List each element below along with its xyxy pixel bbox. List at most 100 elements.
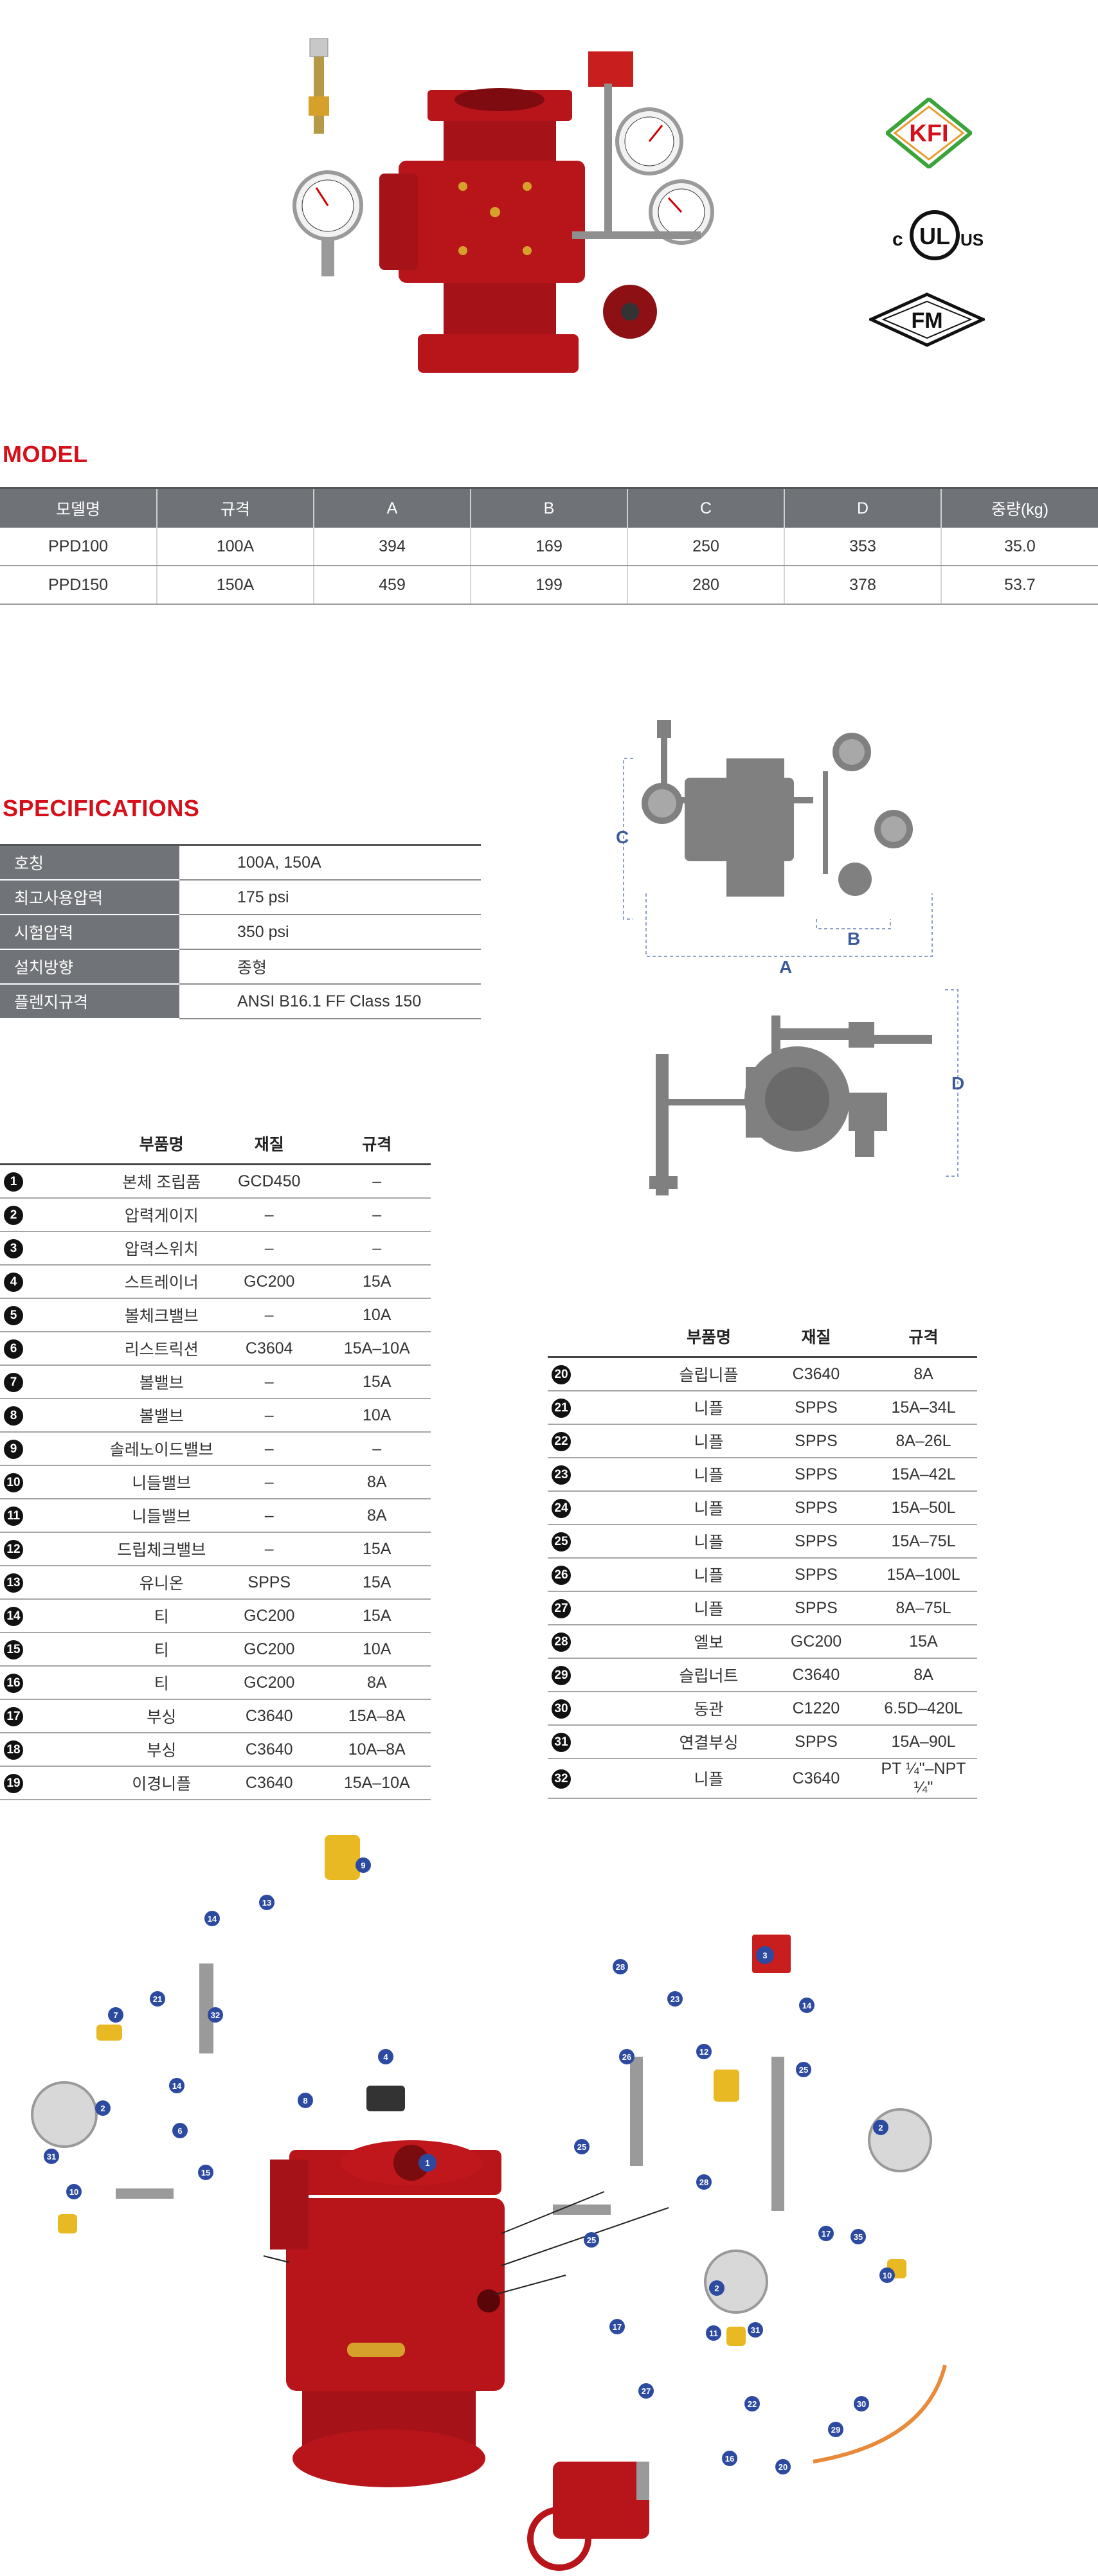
svg-text:9: 9 — [361, 1861, 365, 1870]
part-material: – — [215, 1465, 323, 1499]
part-number-cell: 26 — [548, 1558, 655, 1592]
part-name: 드립체크밸브 — [107, 1532, 215, 1566]
part-number-badge-icon: 3 — [4, 1239, 23, 1258]
svg-text:23: 23 — [670, 1994, 680, 2004]
parts-col-size: 규격 — [323, 1123, 431, 1165]
part-number-cell: 14 — [0, 1599, 108, 1633]
dimension-a-label: A — [779, 957, 792, 977]
dimension-b-label: B — [847, 929, 860, 949]
part-number-badge-icon: 13 — [4, 1573, 23, 1593]
svg-text:3: 3 — [762, 1951, 767, 1960]
model-cell: PPD100 — [0, 528, 158, 566]
part-material: – — [215, 1532, 323, 1566]
part-material: SPPS — [762, 1591, 870, 1625]
part-material: C3604 — [215, 1332, 323, 1366]
part-material: C3640 — [215, 1733, 323, 1767]
part-material: C3640 — [762, 1658, 870, 1692]
svg-text:14: 14 — [208, 1914, 217, 1924]
part-name: 볼체크밸브 — [107, 1298, 215, 1332]
part-number-cell: 29 — [548, 1658, 655, 1692]
part-material: C3640 — [215, 1766, 323, 1800]
svg-text:2: 2 — [714, 2284, 719, 2293]
part-size: 15A — [323, 1265, 431, 1299]
part-name: 이경니플 — [107, 1766, 215, 1800]
svg-text:17: 17 — [613, 2322, 622, 2332]
part-number-cell: 23 — [548, 1458, 655, 1492]
parts-col-name: 부품명 — [655, 1316, 762, 1358]
part-size: 10A — [323, 1399, 431, 1433]
svg-text:2: 2 — [100, 2104, 105, 2113]
part-size: PT ¼"–NPT ¼" — [870, 1758, 977, 1799]
svg-text:25: 25 — [577, 2142, 586, 2152]
table-row: PPD150 150A 459 199 280 378 53.7 — [0, 566, 1098, 605]
part-number-cell: 9 — [0, 1432, 108, 1466]
part-name: 리스트릭션 — [107, 1332, 215, 1366]
model-cell: 394 — [314, 528, 471, 566]
part-number-cell: 7 — [0, 1365, 108, 1399]
model-col-c: C — [627, 487, 785, 528]
valve-product-image — [292, 38, 714, 373]
part-size: 15A–42L — [870, 1458, 977, 1492]
part-name: 니플 — [655, 1458, 762, 1492]
part-number-cell: 15 — [0, 1632, 108, 1667]
part-number-badge-icon: 9 14 13 21 32 7 4 14 2 8 6 31 10 15 1 3 … — [44, 1857, 895, 2474]
svg-text:22: 22 — [748, 2399, 757, 2409]
part-name: 니플 — [655, 1391, 762, 1425]
kfi-logo-text: KFI — [909, 120, 948, 147]
model-cell: 378 — [784, 566, 942, 605]
part-material: GC200 — [215, 1632, 323, 1667]
parts-col-material: 재질 — [215, 1123, 323, 1165]
part-name: 티 — [107, 1632, 215, 1667]
part-name: 니플 — [655, 1424, 762, 1458]
part-size: 15A — [323, 1365, 431, 1399]
part-number-cell: 24 — [548, 1491, 655, 1525]
model-col-b: B — [471, 487, 628, 528]
part-number-cell: 13 — [0, 1566, 108, 1600]
part-size: 10A–8A — [323, 1733, 431, 1767]
model-cell: 35.0 — [941, 528, 1098, 566]
part-number-badge-icon: 1 — [4, 1172, 23, 1192]
model-cell: 100A — [157, 528, 314, 566]
part-size: 8A — [323, 1465, 431, 1499]
part-material: – — [215, 1231, 323, 1266]
part-material: C3640 — [215, 1699, 323, 1733]
part-number-cell: 28 — [548, 1625, 655, 1659]
part-name: 티 — [107, 1599, 215, 1633]
spec-label: 설치방향 — [0, 949, 179, 985]
part-size: – — [323, 1198, 431, 1232]
part-number-badge-icon: 27 — [552, 1599, 571, 1618]
exploded-assembly-drawing: 9 14 13 21 32 7 4 14 2 8 6 31 10 15 1 3 … — [31, 1835, 947, 2571]
model-cell: 459 — [314, 566, 471, 605]
part-size: 15A–50L — [870, 1491, 977, 1525]
part-name: 볼밸브 — [107, 1365, 215, 1399]
part-material: SPPS — [762, 1558, 870, 1592]
svg-text:8: 8 — [303, 2096, 307, 2106]
svg-text:11: 11 — [709, 2329, 718, 2338]
part-number-cell: 5 — [0, 1298, 108, 1332]
svg-text:1: 1 — [425, 2158, 429, 2168]
part-name: 솔레노이드밸브 — [107, 1432, 215, 1466]
spec-label: 시험압력 — [0, 915, 179, 950]
part-number-badge-icon: 11 — [4, 1507, 23, 1526]
part-number-badge-icon: 22 — [552, 1432, 571, 1451]
part-number-badge-icon: 9 — [4, 1440, 23, 1459]
front-dimension-drawing: C B A — [616, 720, 933, 977]
part-size: 15A–34L — [870, 1391, 977, 1425]
svg-text:4: 4 — [383, 2052, 388, 2062]
part-number-badge-icon: 18 — [4, 1740, 23, 1760]
part-number-cell: 32 — [548, 1758, 655, 1799]
part-name: 압력스위치 — [107, 1231, 215, 1266]
part-name: 부싱 — [107, 1733, 215, 1767]
